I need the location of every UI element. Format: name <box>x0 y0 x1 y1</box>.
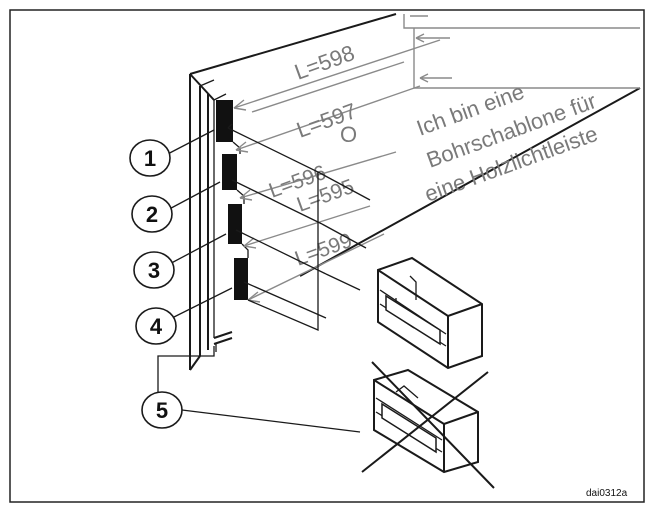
slot-block-4 <box>234 258 248 300</box>
svg-text:5: 5 <box>156 398 168 423</box>
measurement-lines <box>233 39 441 303</box>
slot-block-3 <box>228 204 242 244</box>
light-rail-profile <box>189 73 233 371</box>
drawing-code: dai0312a <box>586 488 628 499</box>
clip-incorrect <box>361 361 495 489</box>
callout-3: 3 <box>133 251 175 289</box>
callout-4: 4 <box>135 307 177 345</box>
callout-1: 1 <box>129 139 171 177</box>
svg-text:2: 2 <box>146 202 158 227</box>
drill-guides <box>227 123 371 331</box>
hole-marker: O <box>340 122 357 147</box>
slot-block-1 <box>216 100 233 142</box>
callout-2: 2 <box>131 195 173 233</box>
slot-block-2 <box>222 154 237 190</box>
cross-out-mark <box>361 361 495 489</box>
callout-5: 5 <box>141 391 183 429</box>
clip-correct <box>377 256 483 370</box>
svg-text:3: 3 <box>148 258 160 283</box>
figure-frame <box>9 9 645 503</box>
svg-text:1: 1 <box>144 146 156 171</box>
svg-text:4: 4 <box>150 314 163 339</box>
callouts: 1 2 3 4 5 <box>129 129 361 433</box>
